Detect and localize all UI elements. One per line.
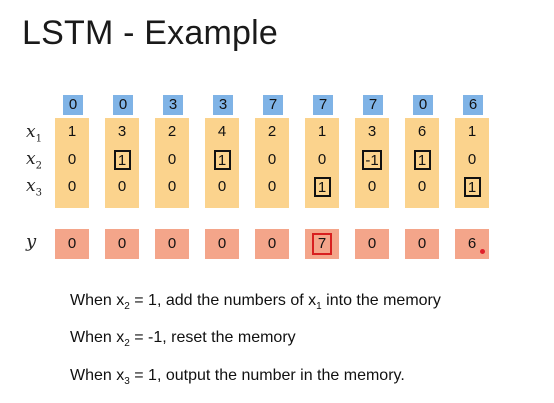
input-column: 1 0 0 — [55, 118, 89, 208]
pointer-dot-icon — [480, 249, 485, 254]
output-value: 0 — [67, 235, 77, 252]
input-column: 4 1 0 — [205, 118, 239, 208]
input-x1-cell: 6 — [417, 123, 427, 140]
input-x3-cell: 0 — [267, 178, 277, 195]
output-value: 0 — [167, 235, 177, 252]
input-x1-cell: 3 — [367, 123, 377, 140]
row-label-x1: x1 — [26, 122, 42, 145]
memory-cell: 7 — [363, 95, 383, 115]
row-label-x2: x2 — [26, 149, 42, 172]
output-y-cell: 0 — [355, 229, 389, 259]
output-y-cell: 0 — [405, 229, 439, 259]
output-value: 6 — [467, 235, 477, 252]
input-x3-cell: 1 — [305, 177, 339, 197]
input-x3-cell: 1 — [455, 177, 489, 197]
memory-cell: 7 — [263, 95, 283, 115]
output-value: 0 — [367, 235, 377, 252]
output-value: 0 — [267, 235, 277, 252]
output-y-cell: 0 — [155, 229, 189, 259]
output-value: 0 — [417, 235, 427, 252]
rule-reset: When x2 = -1, reset the memory — [70, 329, 296, 350]
output-y-cell: 0 — [255, 229, 289, 259]
rule-output: When x3 = 1, output the number in the me… — [70, 367, 405, 388]
input-column: 6 1 0 — [405, 118, 439, 208]
input-x3-cell: 0 — [417, 178, 427, 195]
input-x2-cell: 1 — [105, 150, 139, 170]
output-y-cell: 7 — [305, 229, 339, 259]
memory-cell: 0 — [63, 95, 83, 115]
slide-title: LSTM - Example — [22, 14, 278, 52]
input-x1-cell: 3 — [117, 123, 127, 140]
input-column: 1 0 1 — [455, 118, 489, 208]
row-label-y: y — [26, 231, 37, 252]
output-y-cell: 6 — [455, 229, 489, 259]
input-x2-cell: 1 — [205, 150, 239, 170]
highlight-box: 1 — [463, 177, 481, 197]
output-y-cell: 0 — [105, 229, 139, 259]
memory-cell: 7 — [313, 95, 333, 115]
input-column: 3 -1 0 — [355, 118, 389, 208]
memory-cell: 6 — [463, 95, 483, 115]
memory-cell: 0 — [113, 95, 133, 115]
input-x3-cell: 0 — [117, 178, 127, 195]
input-x1-cell: 4 — [217, 123, 227, 140]
highlight-box: 1 — [313, 177, 331, 197]
input-x3-cell: 0 — [167, 178, 177, 195]
input-x3-cell: 0 — [67, 178, 77, 195]
input-x1-cell: 2 — [167, 123, 177, 140]
input-x1-cell: 1 — [67, 123, 77, 140]
input-x2-cell: 0 — [167, 151, 177, 168]
input-x1-cell: 2 — [267, 123, 277, 140]
input-x2-cell: 0 — [267, 151, 277, 168]
output-y-cell: 0 — [205, 229, 239, 259]
highlight-box: 1 — [413, 150, 431, 170]
rule-add: When x2 = 1, add the numbers of x1 into … — [70, 292, 441, 313]
memory-cell: 0 — [413, 95, 433, 115]
input-x1-cell: 1 — [467, 123, 477, 140]
input-x2-cell: 0 — [67, 151, 77, 168]
highlight-box: -1 — [362, 150, 382, 170]
input-column: 2 0 0 — [255, 118, 289, 208]
highlight-box: 1 — [213, 150, 231, 170]
output-highlight-box: 7 — [312, 233, 332, 256]
input-x3-cell: 0 — [217, 178, 227, 195]
input-x3-cell: 0 — [367, 178, 377, 195]
memory-cell: 3 — [163, 95, 183, 115]
output-y-cell: 0 — [55, 229, 89, 259]
input-x2-cell: 1 — [405, 150, 439, 170]
highlight-box: 1 — [113, 150, 131, 170]
input-x2-cell: 0 — [467, 151, 477, 168]
memory-cell: 3 — [213, 95, 233, 115]
input-x2-cell: -1 — [355, 150, 389, 170]
input-x1-cell: 1 — [317, 123, 327, 140]
input-column: 1 0 1 — [305, 118, 339, 208]
output-value: 0 — [117, 235, 127, 252]
input-column: 2 0 0 — [155, 118, 189, 208]
row-label-x3: x3 — [26, 176, 42, 199]
output-value: 0 — [217, 235, 227, 252]
input-column: 3 1 0 — [105, 118, 139, 208]
input-x2-cell: 0 — [317, 151, 327, 168]
